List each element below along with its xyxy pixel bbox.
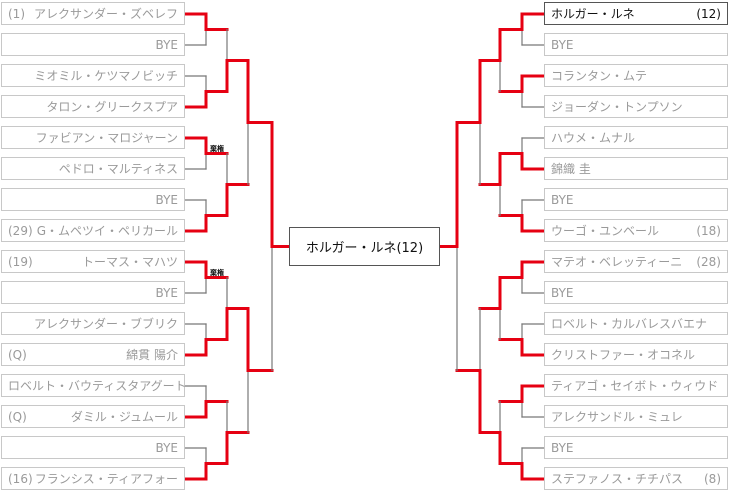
player-slot[interactable]: ロベルト・カルバレスバエナ (544, 312, 728, 335)
player-seed: (8) (704, 471, 721, 486)
retired-note: 棄権 (210, 144, 224, 153)
player-slot[interactable]: (1) アレクサンダー・ズベレフ (1, 2, 185, 25)
player-slot[interactable]: (Q) 綿貫 陽介 (1, 343, 185, 366)
player-name: アレクサンダー・ズベレフ (33, 7, 178, 21)
player-name: BYE (551, 37, 574, 52)
player-name: ペドロ・マルティネス (58, 162, 178, 176)
player-name: ウーゴ・ユンベール (551, 224, 660, 238)
player-slot[interactable]: タロン・グリークスプア (1, 95, 185, 118)
player-name: BYE (155, 285, 179, 300)
player-name: ファビアン・マロジャーン (35, 131, 178, 145)
player-seed: (12) (696, 6, 721, 21)
player-slot[interactable]: クリストファー・オコネル (544, 343, 728, 366)
player-slot[interactable]: BYE (544, 436, 728, 459)
player-name: ダミル・ジュムール (70, 410, 178, 424)
player-name: 錦織 圭 (551, 162, 591, 176)
player-name: BYE (155, 192, 179, 207)
player-slot[interactable]: ハウメ・ムナル (544, 126, 728, 149)
player-slot[interactable]: ホルガー・ルネ (12) (544, 2, 728, 25)
player-seed: (Q) (8, 347, 27, 362)
player-name: BYE (155, 37, 179, 52)
player-slot[interactable]: 錦織 圭 (544, 157, 728, 180)
player-slot[interactable]: ティアゴ・セイボト・ウィウド (544, 374, 728, 397)
player-name: コランタン・ムテ (551, 69, 648, 83)
player-seed: (28) (696, 254, 721, 269)
player-seed: (16) (8, 471, 33, 486)
player-name: ミオミル・ケツマノビッチ (34, 69, 178, 83)
player-slot[interactable]: (29)G・ムペツイ・ペリカール (1, 219, 185, 242)
player-slot[interactable]: ロベルト・バウティスタアグート (1, 374, 187, 397)
player-seed: (Q) (8, 409, 27, 424)
player-slot[interactable]: (19) トーマス・マハツ (1, 250, 185, 273)
player-slot[interactable]: ペドロ・マルティネス (1, 157, 185, 180)
player-name: G・ムペツイ・ペリカール (36, 224, 178, 238)
player-slot[interactable]: BYE (544, 188, 728, 211)
player-slot[interactable]: コランタン・ムテ (544, 64, 728, 87)
player-slot[interactable]: マテオ・ベレッティーニ (28) (544, 250, 728, 273)
player-name: フランシス・ティアフォー (34, 472, 178, 486)
champion-box: ホルガー・ルネ(12) (289, 227, 440, 266)
player-name: ステファノス・チチパス (551, 472, 684, 486)
player-name: ロベルト・バウティスタアグート (8, 379, 187, 393)
player-name: BYE (551, 285, 574, 300)
player-name: タロン・グリークスプア (46, 100, 178, 114)
player-slot[interactable]: (16)フランシス・ティアフォー (1, 467, 185, 490)
player-name: ホルガー・ルネ (551, 7, 635, 21)
player-name: BYE (551, 440, 574, 455)
retired-note: 棄権 (210, 268, 224, 277)
player-slot[interactable]: ウーゴ・ユンベール (18) (544, 219, 728, 242)
player-slot[interactable]: BYE (544, 33, 728, 56)
player-slot[interactable]: BYE (1, 188, 185, 211)
player-slot[interactable]: BYE (1, 33, 185, 56)
player-name: ロベルト・カルバレスバエナ (551, 317, 708, 331)
player-name: ティアゴ・セイボト・ウィウド (551, 379, 719, 393)
player-seed: (19) (8, 254, 33, 269)
player-name: 綿貫 陽介 (126, 348, 178, 362)
player-slot[interactable]: アレクサンドル・ミュレ (544, 405, 728, 428)
player-slot[interactable]: BYE (1, 436, 185, 459)
player-slot[interactable]: アレクサンダー・ブブリク (1, 312, 185, 335)
player-name: BYE (551, 192, 574, 207)
player-name: ジョーダン・トンプソン (551, 100, 683, 114)
player-slot[interactable]: BYE (544, 281, 728, 304)
player-slot[interactable]: BYE (1, 281, 185, 304)
player-name: ハウメ・ムナル (551, 131, 636, 145)
player-name: BYE (155, 440, 179, 455)
player-seed: (18) (696, 223, 721, 238)
player-slot[interactable]: ファビアン・マロジャーン (1, 126, 185, 149)
player-seed: (1) (8, 6, 25, 21)
player-name: トーマス・マハツ (81, 255, 178, 269)
player-slot[interactable]: ステファノス・チチパス (8) (544, 467, 728, 490)
player-slot[interactable]: ジョーダン・トンプソン (544, 95, 728, 118)
champion-name: ホルガー・ルネ(12) (305, 241, 424, 256)
player-name: マテオ・ベレッティーニ (551, 255, 683, 269)
player-name: クリストファー・オコネル (551, 348, 696, 362)
player-slot[interactable]: ミオミル・ケツマノビッチ (1, 64, 185, 87)
player-name: アレクサンドル・ミュレ (551, 410, 683, 424)
player-seed: (29) (8, 223, 33, 238)
player-name: アレクサンダー・ブブリク (33, 317, 178, 331)
player-slot[interactable]: (Q) ダミル・ジュムール (1, 405, 185, 428)
